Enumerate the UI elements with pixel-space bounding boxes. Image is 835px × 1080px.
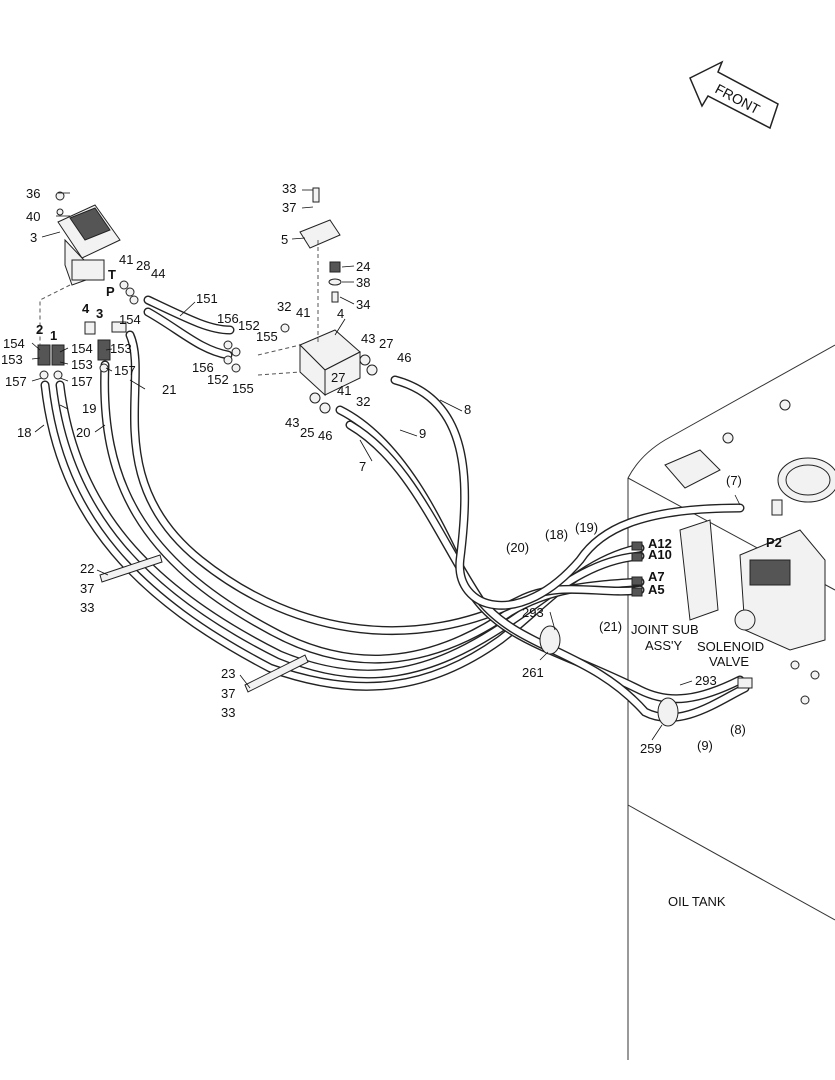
label-293-a: 293 [522, 605, 544, 620]
label-153-mid: 153 [71, 357, 93, 372]
oil-tank-outline [627, 344, 835, 1060]
label-32-top: 32 [277, 299, 291, 314]
label-21-ref: (21) [599, 619, 622, 634]
label-19: 19 [82, 401, 96, 416]
dashed-leaders [39, 240, 319, 376]
label-153-right: 153 [110, 341, 132, 356]
joint-sub-assy-label-line2: ASS'Y [645, 638, 682, 653]
label-24: 24 [356, 259, 370, 274]
label-33-mid: 33 [80, 600, 94, 615]
label-157-mid: 157 [71, 374, 93, 389]
leader-lines [31, 189, 741, 741]
solenoid-valve [734, 499, 826, 705]
label-40: 40 [26, 209, 40, 224]
valve-block [280, 187, 378, 414]
label-20-ref: (20) [506, 540, 529, 555]
label-154-mid: 154 [71, 341, 93, 356]
label-41-block: 41 [296, 305, 310, 320]
joint-sub-assy-label-line1: JOINT SUB [631, 622, 699, 637]
label-9-ref: (9) [697, 738, 713, 753]
label-38: 38 [356, 275, 370, 290]
label-154-right: 154 [119, 312, 141, 327]
label-44: 44 [151, 266, 165, 281]
label-155-top: 155 [256, 329, 278, 344]
joint-sub-assy [631, 519, 719, 621]
fittings-left [37, 280, 241, 380]
label-32-bottom: 32 [356, 394, 370, 409]
label-4-port: 4 [82, 301, 90, 316]
label-37-mid: 37 [80, 581, 94, 596]
label-9: 9 [419, 426, 426, 441]
label-a10: A10 [648, 547, 672, 562]
label-154-left: 154 [3, 336, 25, 351]
label-25: 25 [300, 425, 314, 440]
label-18-ref: (18) [545, 527, 568, 542]
label-p2: P2 [766, 535, 782, 550]
label-155-bottom: 155 [232, 381, 254, 396]
label-28: 28 [136, 258, 150, 273]
solenoid-valve-label-line2: VALVE [709, 654, 749, 669]
label-43-top: 43 [361, 331, 375, 346]
oil-tank-label: OIL TANK [668, 894, 726, 909]
label-37-top: 37 [282, 200, 296, 215]
label-41-top: 41 [119, 252, 133, 267]
label-7-ref: (7) [726, 473, 742, 488]
label-21: 21 [162, 382, 176, 397]
label-293-b: 293 [695, 673, 717, 688]
clamps [99, 554, 679, 727]
label-41-bottom: 41 [337, 383, 351, 398]
label-7: 7 [359, 459, 366, 474]
label-153-left: 153 [1, 352, 23, 367]
label-19-ref: (19) [575, 520, 598, 535]
label-37-low: 37 [221, 686, 235, 701]
label-36: 36 [26, 186, 40, 201]
label-259: 259 [640, 741, 662, 756]
solenoid-valve-label-line1: SOLENOID [697, 639, 764, 654]
label-a5: A5 [648, 582, 665, 597]
label-3-pilot: 3 [30, 230, 37, 245]
label-23: 23 [221, 666, 235, 681]
label-8-ref: (8) [730, 722, 746, 737]
label-43-bottom: 43 [285, 415, 299, 430]
label-156-bottom: 156 [192, 360, 214, 375]
label-port-p: P [106, 284, 115, 299]
pilot-valve [55, 191, 121, 286]
label-18: 18 [17, 425, 31, 440]
label-a7: A7 [648, 569, 665, 584]
label-152-bottom: 152 [207, 372, 229, 387]
label-20: 20 [76, 425, 90, 440]
label-151: 151 [196, 291, 218, 306]
label-27-bottom: 27 [331, 370, 345, 385]
label-157-right: 157 [114, 363, 136, 378]
label-46-bottom: 46 [318, 428, 332, 443]
label-33-top: 33 [282, 181, 296, 196]
label-156-top: 156 [217, 311, 239, 326]
label-8: 8 [464, 402, 471, 417]
hose-bundle [40, 295, 750, 722]
label-27-top: 27 [379, 336, 393, 351]
label-34: 34 [356, 297, 370, 312]
label-1-port: 1 [50, 328, 57, 343]
label-261: 261 [522, 665, 544, 680]
label-152-top: 152 [238, 318, 260, 333]
label-46-top: 46 [397, 350, 411, 365]
text-notes: JOINT SUB ASS'Y SOLENOID VALVE OIL TANK [631, 622, 764, 909]
label-port-t: T [108, 267, 116, 282]
label-a12: A12 [648, 536, 672, 551]
label-4-block: 4 [337, 306, 344, 321]
label-22: 22 [80, 561, 94, 576]
front-arrow: FRONT [689, 60, 779, 130]
label-157-left: 157 [5, 374, 27, 389]
label-5: 5 [281, 232, 288, 247]
part-labels: 36 40 3 41 28 44 T P 4 3 2 1 154 154 154… [1, 181, 782, 756]
label-3-port: 3 [96, 306, 103, 321]
label-2-port: 2 [36, 322, 43, 337]
label-33-low: 33 [221, 705, 235, 720]
